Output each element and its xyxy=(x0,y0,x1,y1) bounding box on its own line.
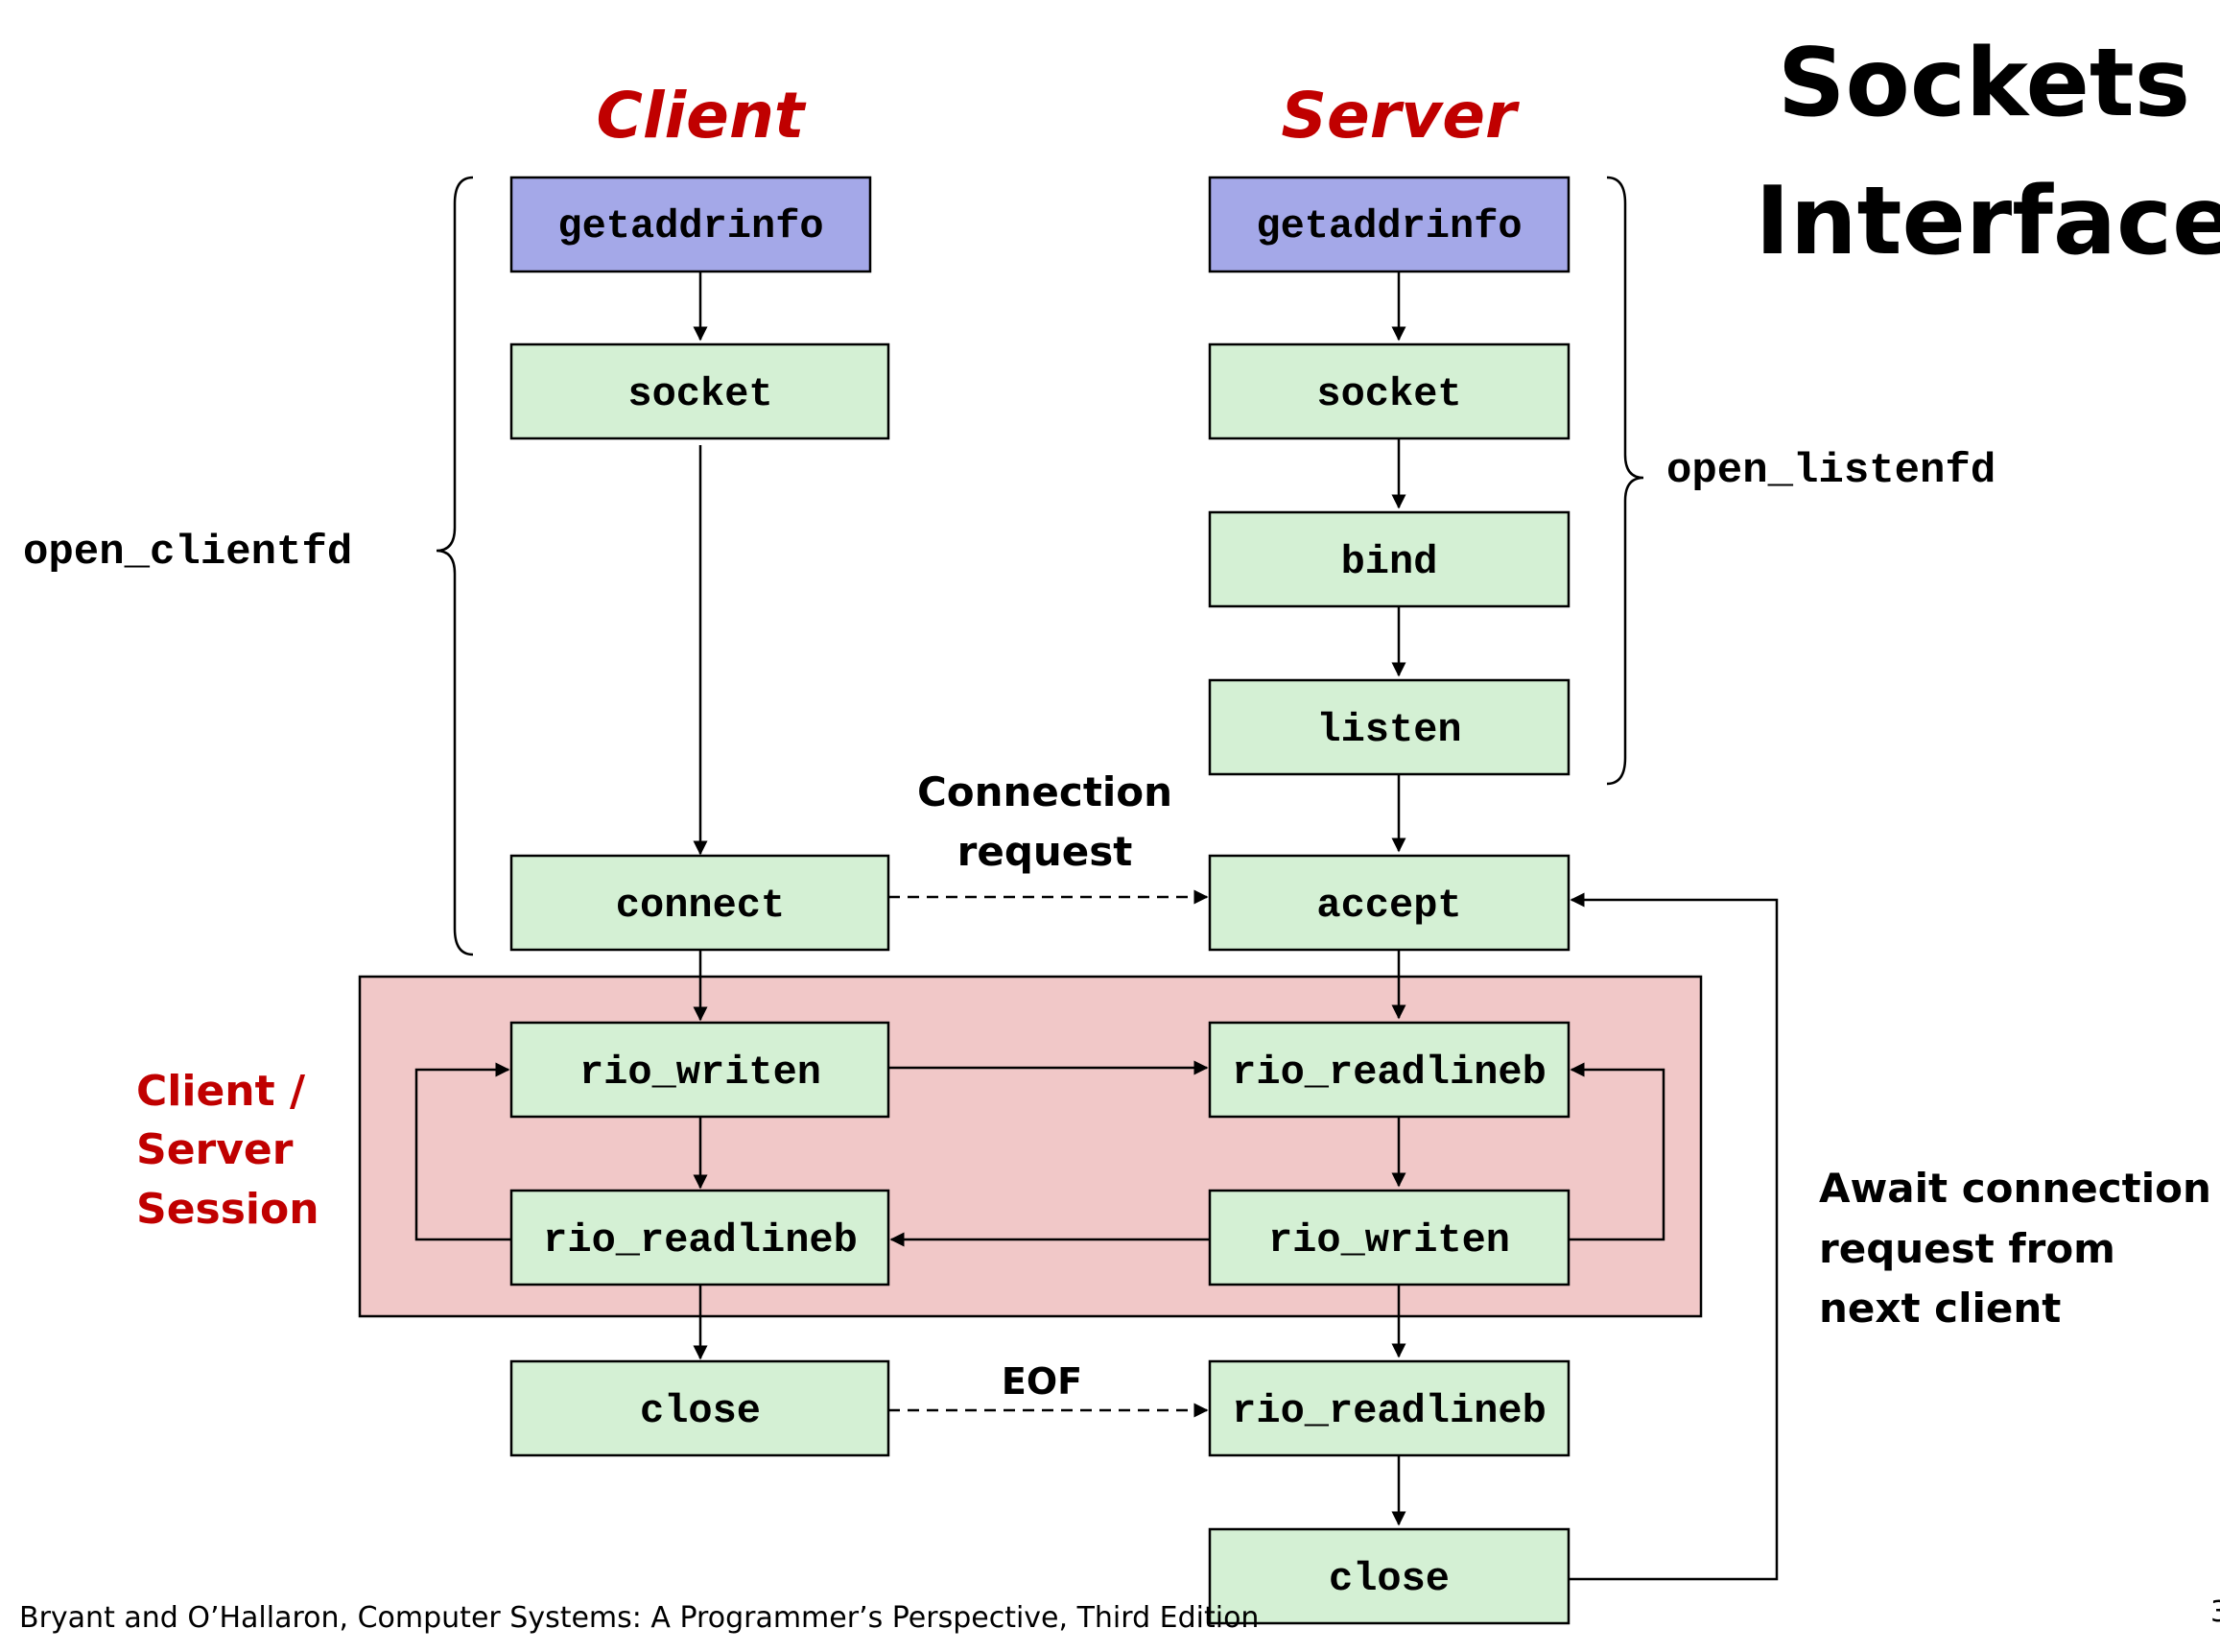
slide-title-line1: Sockets xyxy=(1778,29,2190,138)
server-close-box: close xyxy=(1208,1527,1571,1625)
server-rio-writen-label: rio_writen xyxy=(1268,1217,1510,1263)
server-rio-readlineb-label: rio_readlineb xyxy=(1232,1050,1547,1096)
client-connect-label: connect xyxy=(616,883,785,929)
session-label-line1: Client / xyxy=(136,1067,306,1116)
open-clientfd-brace xyxy=(436,176,474,956)
server-socket-box: socket xyxy=(1208,342,1571,440)
session-label-line3: Session xyxy=(136,1185,319,1234)
slide-title-line2: Interface xyxy=(1755,167,2220,276)
open-listenfd-brace xyxy=(1606,176,1644,786)
client-rio-writen-label: rio_writen xyxy=(579,1050,821,1096)
await-label-line2: request from xyxy=(1819,1225,2115,1272)
await-label-line3: next client xyxy=(1819,1285,2061,1332)
server-accept-box: accept xyxy=(1208,854,1571,952)
client-connect-box: connect xyxy=(509,854,890,952)
client-close-box: close xyxy=(509,1359,890,1457)
client-socket-label: socket xyxy=(627,371,772,417)
await-label-line1: Await connection xyxy=(1819,1165,2211,1212)
server-listen-label: listen xyxy=(1316,707,1461,753)
server-rio-writen-box: rio_writen xyxy=(1208,1189,1571,1286)
server-listen-box: listen xyxy=(1208,678,1571,776)
server-getaddrinfo-box: getaddrinfo xyxy=(1208,176,1571,273)
session-label-line2: Server xyxy=(136,1125,294,1174)
server-rio-readlineb-eof-box: rio_readlineb xyxy=(1208,1359,1571,1457)
client-rio-readlineb-box: rio_readlineb xyxy=(509,1189,890,1286)
open-clientfd-label: open_clientfd xyxy=(23,529,352,577)
connection-request-label-line2: request xyxy=(957,828,1133,875)
server-close-label: close xyxy=(1329,1556,1450,1602)
client-getaddrinfo-label: getaddrinfo xyxy=(557,203,823,249)
eof-label: EOF xyxy=(1002,1360,1082,1403)
footer-citation: Bryant and O’Hallaron, Computer Systems:… xyxy=(19,1601,1259,1635)
client-column-header: Client xyxy=(597,79,807,153)
connection-request-label-line1: Connection xyxy=(917,768,1172,815)
client-rio-writen-box: rio_writen xyxy=(509,1021,890,1119)
client-getaddrinfo-box: getaddrinfo xyxy=(509,176,872,273)
server-bind-label: bind xyxy=(1341,539,1438,585)
client-socket-box: socket xyxy=(509,342,890,440)
next-client-loop-arrow xyxy=(1569,892,1779,1581)
session-arrows xyxy=(414,1060,1665,1247)
server-rio-readlineb-box: rio_readlineb xyxy=(1208,1021,1571,1119)
client-rio-readlineb-label: rio_readlineb xyxy=(543,1217,858,1263)
client-close-label: close xyxy=(640,1388,761,1434)
server-column-header: Server xyxy=(1281,79,1520,153)
server-accept-label: accept xyxy=(1316,883,1461,929)
server-rio-readlineb-eof-label: rio_readlineb xyxy=(1232,1388,1547,1434)
open-listenfd-label: open_listenfd xyxy=(1666,447,1996,495)
server-socket-label: socket xyxy=(1316,371,1461,417)
server-getaddrinfo-label: getaddrinfo xyxy=(1256,203,1522,249)
page-number: 3 xyxy=(2210,1595,2220,1629)
server-bind-box: bind xyxy=(1208,510,1571,608)
